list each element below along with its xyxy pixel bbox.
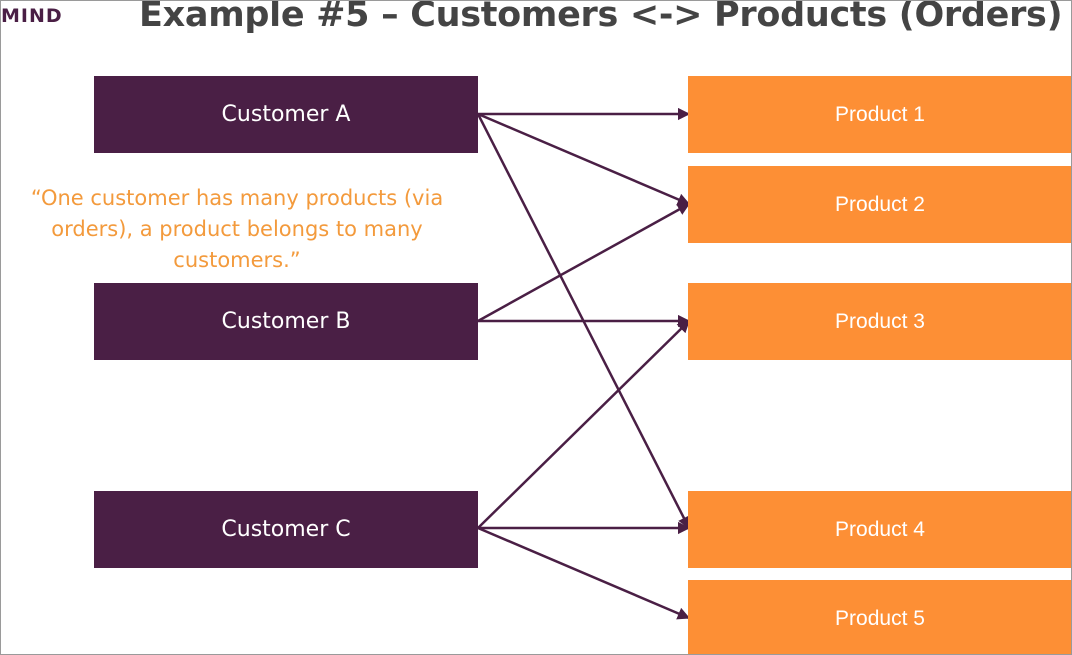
customer-c-box: Customer C (94, 491, 478, 568)
relation-arrow (477, 320, 690, 529)
product-1-box: Product 1 (688, 76, 1071, 153)
product-2-label: Product 2 (835, 192, 925, 216)
relation-arrow (477, 112, 691, 206)
customer-a-box: Customer A (94, 76, 478, 153)
customer-b-label: Customer B (221, 309, 351, 334)
product-4-box: Product 4 (688, 491, 1071, 568)
brand-logo: MIND (1, 5, 63, 27)
relationship-quote: “One customer has many products (via ord… (30, 186, 444, 272)
product-2-box: Product 2 (688, 166, 1071, 243)
customer-a-label: Customer A (221, 102, 351, 127)
slide-title: Example #5 – Customers <-> Products (Ord… (139, 0, 1063, 35)
product-5-label: Product 5 (835, 606, 925, 630)
customer-c-label: Customer C (221, 517, 351, 542)
product-1-label: Product 1 (835, 102, 925, 126)
product-3-label: Product 3 (835, 309, 925, 333)
product-3-box: Product 3 (688, 283, 1071, 360)
relation-arrow (477, 202, 691, 323)
relation-arrow (477, 526, 691, 620)
customer-b-box: Customer B (94, 283, 478, 360)
product-4-label: Product 4 (835, 517, 925, 541)
product-5-box: Product 5 (688, 580, 1071, 654)
